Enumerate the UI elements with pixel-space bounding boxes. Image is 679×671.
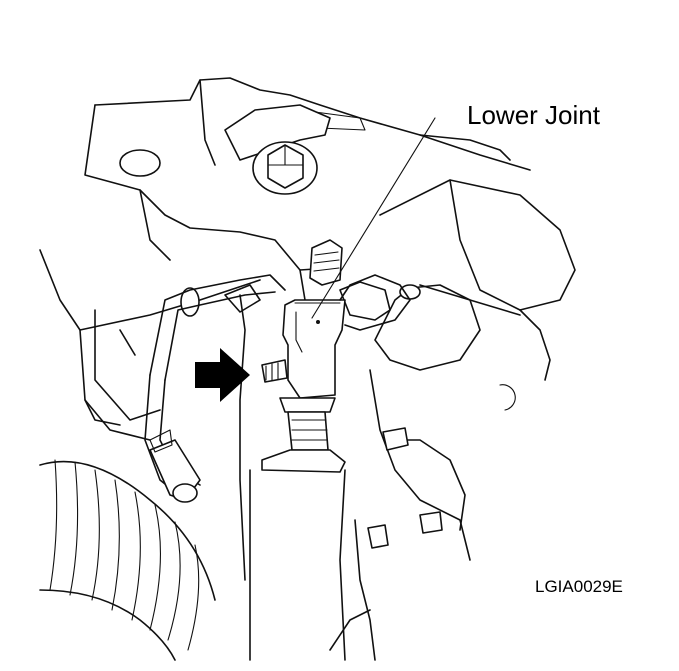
callout-label: Lower Joint: [467, 100, 601, 130]
right-lower-assembly: [329, 369, 471, 661]
left-hose-assembly: [39, 249, 286, 503]
lower-joint-assembly: [249, 274, 411, 661]
corrugated-boot: [39, 459, 216, 661]
figure-id: LGIA0029E: [535, 577, 623, 596]
direction-arrow-icon: [195, 348, 250, 402]
lower-joint: [282, 299, 346, 399]
upper-body-panel: [84, 77, 531, 301]
column-shaft: [287, 411, 329, 451]
joint-bolt: [261, 359, 288, 383]
right-engine-structure: [339, 179, 576, 411]
callout-leader-line: [311, 117, 436, 319]
mounting-bracket: [224, 104, 331, 195]
frame-rails: [94, 294, 246, 581]
hole-plug: [119, 149, 161, 177]
upper-coupling: [309, 239, 343, 286]
